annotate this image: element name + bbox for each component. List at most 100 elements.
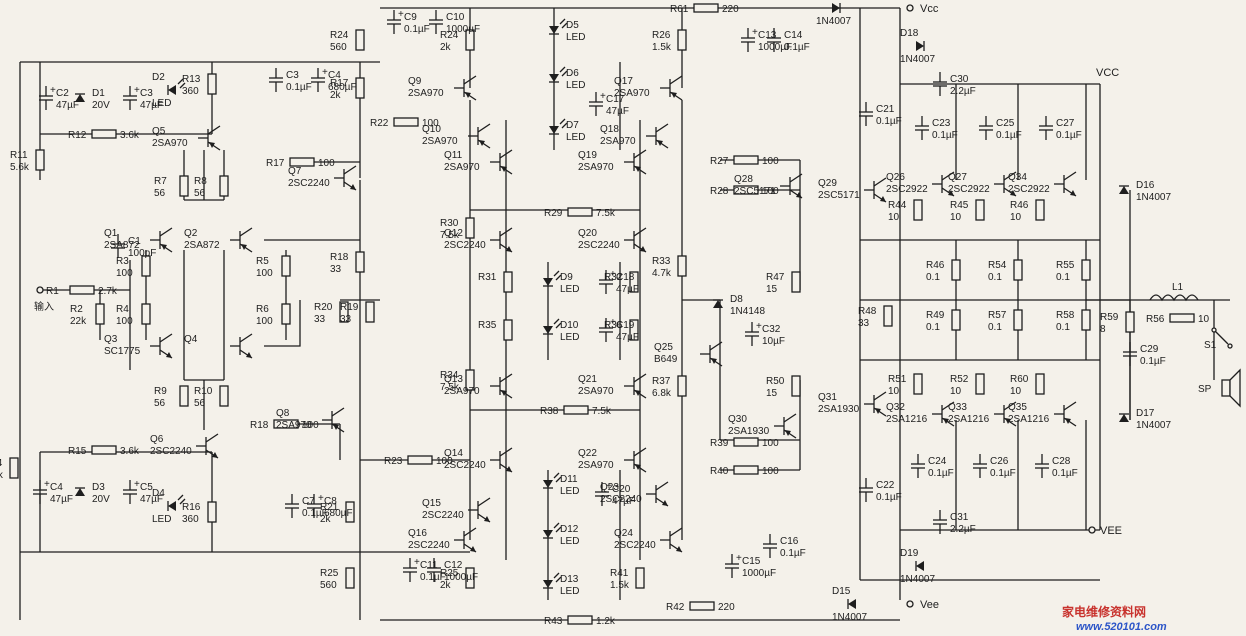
transistor-type: 2SC2240: [408, 540, 450, 551]
vee-terminal: [1088, 526, 1096, 534]
transistor-ref: Q3: [104, 334, 118, 345]
diode-ref: D8: [730, 294, 743, 305]
transistor-ref: Q10: [422, 124, 441, 135]
resistor-ref: R54: [988, 260, 1007, 271]
capacitor-ref: C27: [1056, 118, 1075, 129]
resistor-value: 10: [950, 386, 962, 397]
transistor-ref: Q27: [948, 172, 967, 183]
resistor-value: 7.5k: [596, 208, 616, 219]
transistor-type: 2SA970: [614, 88, 650, 99]
transistor-ref: Q30: [728, 414, 747, 425]
resistor-ref: R60: [1010, 374, 1029, 385]
diode-value: LED: [560, 284, 579, 295]
capacitor-value: 0.1µF: [1052, 468, 1078, 479]
resistor-value: 10: [888, 386, 900, 397]
resistor-value: 3.6k: [120, 446, 140, 457]
resistor-ref: R13: [182, 74, 201, 85]
capacitor-ref: C25: [996, 118, 1015, 129]
diode-value: LED: [560, 486, 579, 497]
transistor-type: 2SA872: [184, 240, 220, 251]
capacitor-ref: C21: [876, 104, 895, 115]
transistor-type: 2SC5171: [734, 186, 776, 197]
resistor-r32: R32: [604, 271, 639, 293]
capacitor-value: 0.1µF: [1140, 356, 1166, 367]
transistor-type: 2SA970: [422, 136, 458, 147]
resistor-value: 10: [888, 212, 900, 223]
resistor-value: 10: [1010, 212, 1022, 223]
transistor-ref: Q26: [886, 172, 905, 183]
watermark-cn: 家电维修资料网: [1062, 604, 1146, 619]
capacitor-ref: C8: [324, 496, 337, 507]
capacitor-value: 0.1µF: [1056, 130, 1082, 141]
resistor-value: 360: [182, 514, 199, 525]
resistor-value: 0.1: [1056, 322, 1070, 333]
resistor-value: 33: [330, 264, 342, 275]
resistor-r36: R36: [604, 319, 639, 341]
resistor-ref: R20: [314, 302, 333, 313]
resistor-value: 100: [762, 466, 779, 477]
capacitor-ref: C4: [50, 482, 63, 493]
resistor-ref: R30: [440, 218, 459, 229]
resistor-ref: R28: [710, 186, 729, 197]
inductor-L1: L1: [1149, 282, 1199, 302]
resistor-value: 10: [950, 212, 962, 223]
resistor-value: 56: [194, 188, 206, 199]
capacitor-polarity: +: [600, 91, 606, 102]
resistor-ref: R26: [652, 30, 671, 41]
speaker-SP: SP: [1198, 368, 1241, 408]
watermark-url: www.520101.com: [1076, 621, 1167, 633]
resistor-ref: R34: [440, 370, 459, 381]
capacitor-polarity: +: [610, 269, 616, 280]
diode-value: LED: [566, 32, 585, 43]
resistor-value: 56: [194, 398, 206, 409]
resistor-ref: R58: [1056, 310, 1075, 321]
resistor-ref: R18: [250, 420, 269, 431]
capacitor-value: 1000µF: [758, 42, 792, 53]
resistor-value: 0.1: [988, 272, 1002, 283]
transistor-ref: Q6: [150, 434, 164, 445]
resistor-ref: R51: [888, 374, 907, 385]
diode-ref: D9: [560, 272, 573, 283]
resistor-value: 100: [436, 456, 453, 467]
resistor-ref: R6: [256, 304, 269, 315]
capacitor-value: 47µF: [612, 496, 635, 507]
resistor-value: 15: [766, 388, 778, 399]
diode-value: 1N4007: [900, 54, 935, 65]
resistor-ref: R55: [1056, 260, 1075, 271]
transistor-ref: Q31: [818, 392, 837, 403]
diode-ref: D7: [566, 120, 579, 131]
transistor-type: 2SA970: [444, 162, 480, 173]
capacitor-ref: C29: [1140, 344, 1159, 355]
capacitor-value: 100pF: [128, 248, 156, 259]
resistor-ref: R18: [330, 252, 349, 263]
diode-value: 1N4007: [1136, 192, 1171, 203]
resistor-ref: R5: [256, 256, 269, 267]
resistor-ref: R45: [950, 200, 969, 211]
